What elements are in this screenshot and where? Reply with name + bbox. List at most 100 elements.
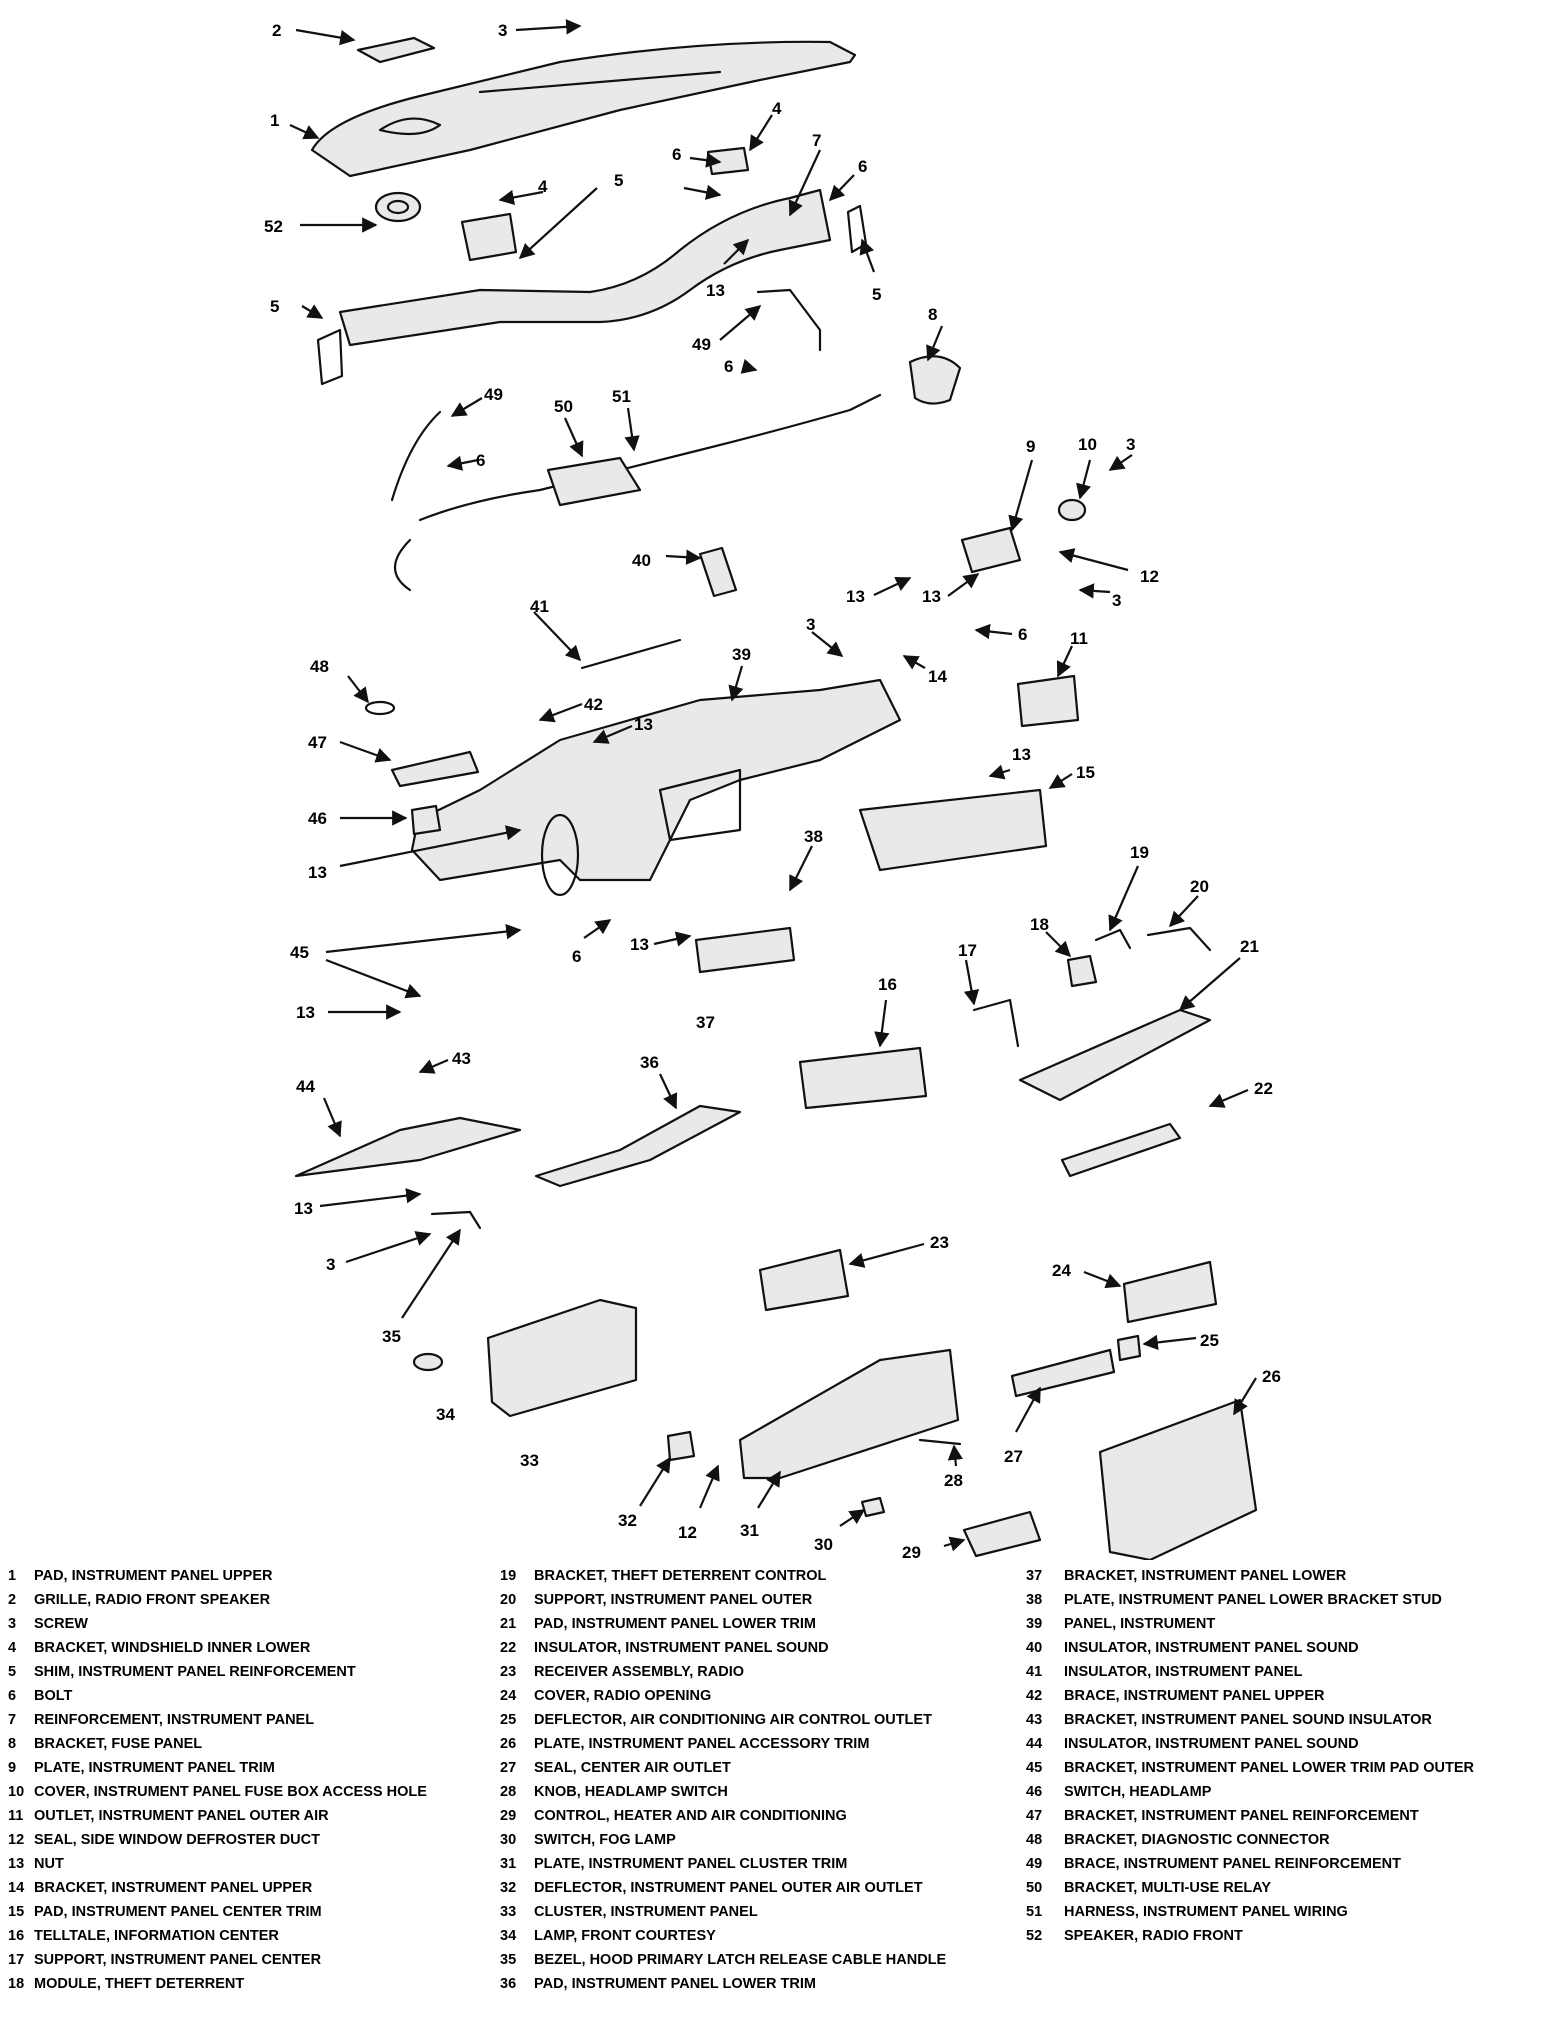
legend-item-name: BRACKET, FUSE PANEL — [34, 1736, 203, 1752]
callout: 38 — [804, 827, 823, 846]
callout: 13 — [846, 587, 865, 606]
legend-item-number: 48 — [1026, 1832, 1043, 1848]
legend-item-name: DEFLECTOR, INSTRUMENT PANEL OUTER AIR OU… — [534, 1880, 923, 1896]
legend-item-number: 6 — [8, 1688, 17, 1704]
callout: 14 — [928, 667, 947, 686]
callout: 5 — [270, 297, 279, 316]
callout: 39 — [732, 645, 751, 664]
callout: 5 — [614, 171, 623, 190]
legend-item-name: BRACKET, INSTRUMENT PANEL SOUND INSULATO… — [1064, 1712, 1432, 1728]
callout: 3 — [498, 21, 507, 40]
legend-item-name: INSULATOR, INSTRUMENT PANEL — [1064, 1664, 1303, 1680]
callout: 50 — [554, 397, 573, 416]
legend-item-number: 14 — [8, 1880, 25, 1896]
part-fog-switch — [860, 1496, 886, 1518]
legend-item-name: PAD, INSTRUMENT PANEL UPPER — [34, 1568, 273, 1584]
part-ac-deflector — [1116, 1334, 1142, 1362]
part-lower-trim-pad-36 — [534, 1104, 742, 1188]
callout: 30 — [814, 1535, 833, 1554]
callout: 5 — [872, 285, 881, 304]
legend-item-name: INSULATOR, INSTRUMENT PANEL SOUND — [1064, 1736, 1359, 1752]
legend-item-name: GRILLE, RADIO FRONT SPEAKER — [34, 1592, 271, 1608]
part-reinforcement — [338, 188, 832, 347]
part-reinforcement-bracket-47 — [390, 750, 480, 788]
callout: 10 — [1078, 435, 1097, 454]
callout: 4 — [538, 177, 548, 196]
part-diagnostic-bracket — [364, 700, 396, 716]
part-outer-air-deflector — [666, 1430, 696, 1462]
part-outer-air-outlet — [1016, 674, 1080, 728]
legend-item-number: 35 — [500, 1952, 517, 1968]
legend-item-name: SCREW — [34, 1616, 88, 1632]
legend-item-number: 19 — [500, 1568, 517, 1584]
part-wiring-harness — [394, 393, 882, 592]
legend-item-name: PLATE, INSTRUMENT PANEL TRIM — [34, 1760, 275, 1776]
legend-item-number: 36 — [500, 1976, 517, 1992]
legend-item-name: CLUSTER, INSTRUMENT PANEL — [534, 1904, 758, 1920]
callout: 13 — [296, 1003, 315, 1022]
part-center-support — [972, 998, 1020, 1048]
legend-item: 33 CLUSTER, INSTRUMENT PANEL — [500, 1904, 758, 1928]
legend-item-name: REINFORCEMENT, INSTRUMENT PANEL — [34, 1712, 315, 1728]
part-telltale — [798, 1046, 928, 1110]
legend-item-number: 51 — [1026, 1904, 1043, 1920]
callout: 23 — [930, 1233, 949, 1252]
legend-item-number: 31 — [500, 1856, 517, 1872]
legend-item-number: 34 — [500, 1928, 517, 1944]
legend-item: 18 MODULE, THEFT DETERRENT — [8, 1976, 244, 2000]
legend-item-name: SPEAKER, RADIO FRONT — [1064, 1928, 1243, 1944]
callout: 1 — [270, 111, 279, 130]
callout: 6 — [672, 145, 681, 164]
callout: 3 — [1112, 591, 1121, 610]
legend-item-number: 17 — [8, 1952, 25, 1968]
callout: 7 — [812, 131, 821, 150]
part-headlamp-switch — [410, 804, 442, 836]
legend-item-number: 33 — [500, 1904, 517, 1920]
legend-item-number: 28 — [500, 1784, 517, 1800]
legend-item-number: 43 — [1026, 1712, 1043, 1728]
callout: 11 — [1070, 629, 1088, 648]
legend-item-number: 10 — [8, 1784, 25, 1800]
legend-item-number: 3 — [8, 1616, 17, 1632]
part-insulator-40 — [698, 546, 738, 598]
callout: 13 — [308, 863, 327, 882]
callout: 6 — [858, 157, 867, 176]
callout: 25 — [1200, 1331, 1219, 1350]
part-speaker — [374, 191, 422, 223]
legend-item-name: PAD, INSTRUMENT PANEL CENTER TRIM — [34, 1904, 322, 1920]
legend-item-number: 9 — [8, 1760, 17, 1776]
callout: 6 — [724, 357, 733, 376]
part-instrument-panel — [410, 678, 902, 897]
legend-item-number: 20 — [500, 1592, 517, 1608]
part-trim-plate-9 — [960, 526, 1022, 574]
part-courtesy-lamp — [412, 1352, 444, 1372]
legend-item-name: BRACKET, INSTRUMENT PANEL LOWER — [1064, 1568, 1347, 1584]
callout: 28 — [944, 1471, 963, 1490]
callout: 29 — [902, 1543, 921, 1560]
legend-item-name: MODULE, THEFT DETERRENT — [34, 1976, 245, 1992]
legend-item-name: OUTLET, INSTRUMENT PANEL OUTER AIR — [34, 1808, 329, 1824]
legend-item-number: 16 — [8, 1928, 25, 1944]
legend-item-number: 18 — [8, 1976, 25, 1992]
legend-item-number: 39 — [1026, 1616, 1043, 1632]
